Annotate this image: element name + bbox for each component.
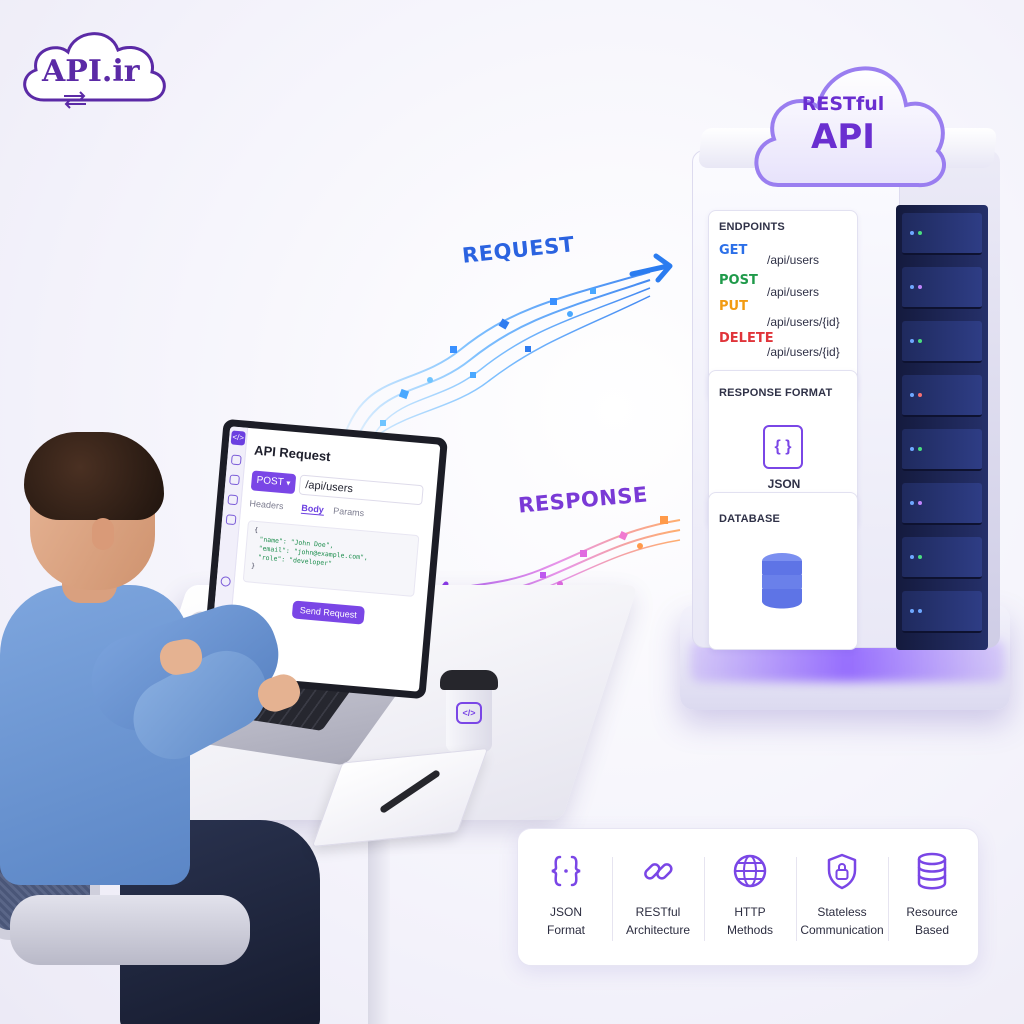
cloud-logo-icon [23,32,166,109]
feature-label-line2: Communication [800,923,884,937]
logo-text: API.ir [42,54,140,89]
feature-label-line2: Format [546,923,585,937]
cloud-title-line2: API [811,117,875,157]
request-body-editor[interactable]: { "name": "John Doe", "email": "john@exa… [242,520,420,597]
response-format-title: RESPONSE FORMAT [719,387,833,399]
folder-icon[interactable] [230,454,242,466]
database-icon [917,852,947,890]
feature-json-format: JSON Format [520,851,612,951]
feature-label-line1: HTTP [734,905,766,919]
chevron-down-icon: ▾ [285,478,291,488]
endpoints-card: ENDPOINTS GET /api/users POST /api/users… [708,210,858,400]
environment-icon[interactable] [225,514,237,526]
history-icon[interactable] [229,474,240,486]
endpoint-path: /api/users [767,285,820,299]
person-hair [24,432,164,520]
feature-label-line1: Stateless [817,905,867,919]
response-format-value: JSON [767,477,801,491]
request-arrow-icon [629,253,673,283]
feature-divider [704,857,705,941]
chair-seat [10,895,250,965]
database-icon [762,553,802,609]
json-braces-icon [551,855,581,887]
endpoint-path: /api/users/{id} [767,345,840,359]
feature-bar: JSON Format RESTful Architecture HTTP Me… [517,828,979,966]
endpoints-title: ENDPOINTS [719,221,785,233]
feature-label-line2: Methods [726,923,774,937]
feature-divider [796,857,797,941]
feature-label: Resource Based [886,903,978,939]
feature-label: HTTP Methods [704,903,796,939]
tab-headers[interactable]: Headers [249,498,284,512]
person-ear [92,518,114,550]
feature-resource-based: Resource Based [886,851,978,951]
feature-http-methods: HTTP Methods [704,851,796,951]
restful-api-cloud: RESTful API [748,35,948,195]
endpoint-path: /api/users [767,253,820,267]
database-card: DATABASE [708,492,858,650]
endpoint-method: POST [719,273,758,288]
database-title: DATABASE [719,513,781,525]
endpoint-method: PUT [719,299,748,314]
json-braces-icon: { } [763,425,803,469]
cloud-icon [754,66,946,188]
endpoint-path: /api/users/{id} [767,315,840,329]
feature-label-line2: Architecture [625,923,691,937]
method-value: POST [256,474,285,489]
server-rack [896,205,988,650]
feature-label-line1: JSON [549,905,582,919]
feature-label: Stateless Communication [790,903,894,939]
cup-lid [440,670,498,690]
feature-divider [888,857,889,941]
feature-label-line2: Based [914,923,950,937]
request-stream [339,271,651,481]
code-icon[interactable]: </> [230,430,246,446]
shield-lock-icon [827,853,857,890]
api-ir-logo: API.ir [14,20,174,112]
endpoint-method: GET [719,243,748,258]
desk-leg [368,815,390,1024]
coffee-cup: </> [446,680,492,752]
collection-icon[interactable] [227,494,239,506]
feature-label-line1: Resource [906,905,958,919]
feature-divider [612,857,613,941]
send-request-button[interactable]: Send Request [291,600,365,625]
app-title: API Request [253,442,332,465]
settings-icon[interactable] [220,576,232,587]
tab-params[interactable]: Params [332,505,365,519]
feature-label-line1: RESTful [635,905,681,919]
feature-label: JSON Format [520,903,612,939]
tab-body[interactable]: Body [300,502,325,516]
feature-stateless-communication: Stateless Communication [790,851,894,951]
globe-icon [733,854,767,888]
feature-restful-architecture: RESTful Architecture [612,851,704,951]
method-select[interactable]: POST ▾ [250,470,297,495]
link-icon [644,863,673,880]
feature-label: RESTful Architecture [612,903,704,939]
cloud-title-line1: RESTful [801,93,885,115]
url-input[interactable]: /api/users [298,474,424,506]
endpoint-method: DELETE [719,331,774,346]
cup-code-icon: </> [456,702,482,724]
